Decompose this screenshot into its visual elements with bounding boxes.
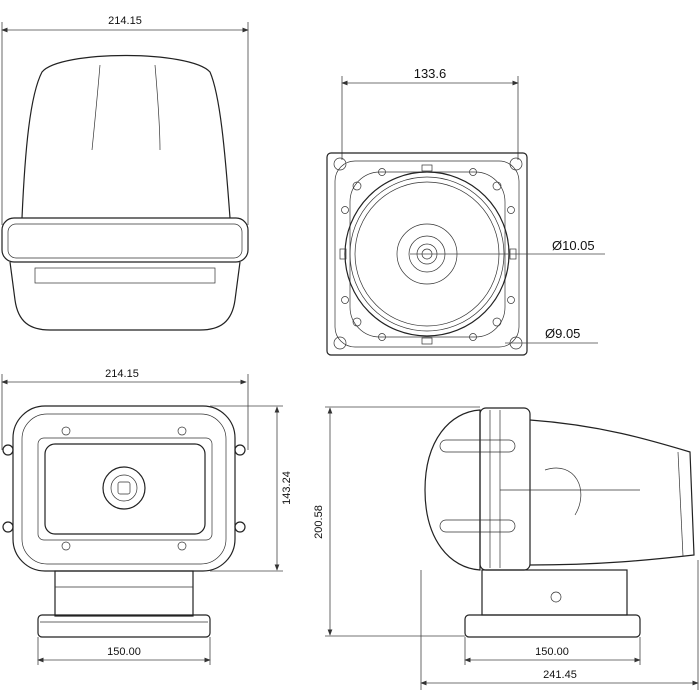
- top-view: 214.15: [1, 15, 249, 331]
- dome: [21, 54, 231, 219]
- mount-view: 133.6 Ø10.05 Ø9.05: [326, 66, 605, 356]
- total-length-label: 241.45: [543, 669, 577, 681]
- total-height-label: 200.58: [313, 505, 325, 539]
- top-width-label: 214.15: [108, 15, 142, 27]
- head-height-label: 143.24: [281, 471, 293, 505]
- front-width-label: 214.15: [105, 368, 139, 380]
- lens-housing: [9, 261, 241, 331]
- side-base-width-label: 150.00: [535, 646, 569, 658]
- band: [1, 217, 249, 263]
- front-view: 214.15 143.24 150.00: [1, 368, 293, 665]
- center-hole-label: Ø10.05: [552, 238, 595, 253]
- bolt-spacing-label: 133.6: [414, 66, 447, 81]
- bolt-hole-label: Ø9.05: [545, 326, 580, 341]
- front-base-width-label: 150.00: [107, 646, 141, 658]
- side-view: 200.58 150.00 241.45: [313, 406, 699, 690]
